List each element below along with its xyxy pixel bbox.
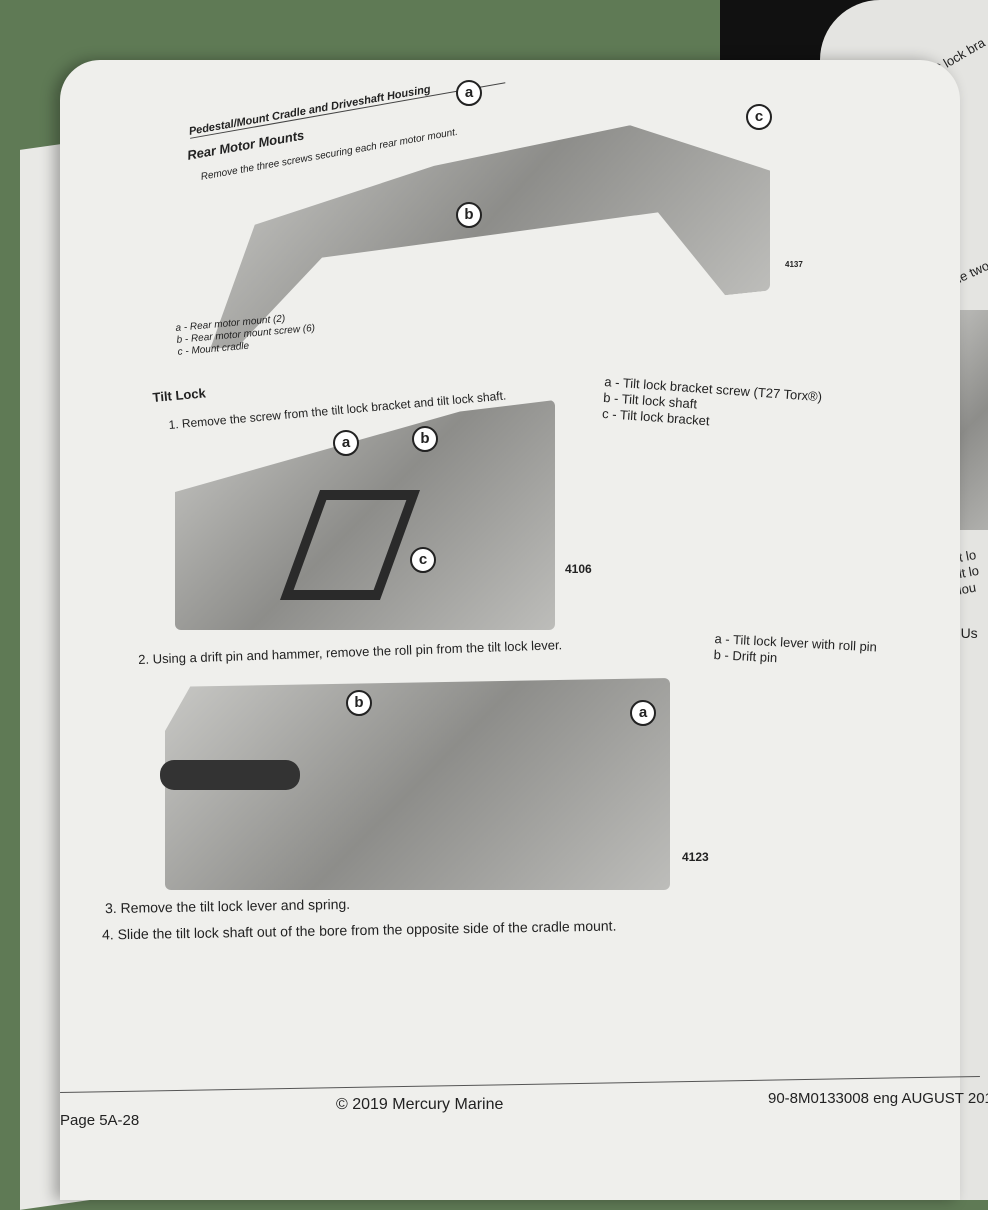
figure-number: 4123 — [682, 850, 709, 864]
step-2: 2. Using a drift pin and hammer, remove … — [138, 637, 563, 667]
section-header: Pedestal/Mount Cradle and Driveshaft Hou… — [188, 70, 506, 139]
step-3: 3. Remove the tilt lock lever and spring… — [104, 895, 351, 917]
callout-b: b — [346, 690, 372, 716]
callout-b: b — [412, 426, 438, 452]
rear-motor-mounts-legend: a - Rear motor mount (2) b - Rear motor … — [175, 310, 317, 359]
tilt-lock-legend-1: a - Tilt lock bracket screw (T27 Torx®) … — [602, 373, 823, 437]
callout-c: c — [410, 547, 436, 573]
callout-b: b — [456, 202, 482, 228]
callout-c: c — [746, 104, 772, 130]
callout-a: a — [456, 80, 482, 106]
callout-a: a — [630, 700, 656, 726]
tilt-lock-legend-2: a - Tilt lock lever with roll pin b - Dr… — [713, 630, 877, 671]
hammer — [160, 760, 300, 790]
copyright: © 2019 Mercury Marine — [336, 1096, 504, 1113]
step-4: 4. Slide the tilt lock shaft out of the … — [101, 917, 617, 943]
tilt-lock-title: Tilt Lock — [152, 385, 207, 405]
manual-page: Pedestal/Mount Cradle and Driveshaft Hou… — [60, 60, 988, 1200]
page-number: Page 5A-28 — [60, 1112, 140, 1129]
figure-number: 4137 — [785, 260, 803, 269]
figure-number: 4106 — [565, 562, 592, 576]
document-number: 90-8M0133008 eng AUGUST 2019 — [768, 1090, 988, 1107]
callout-a: a — [333, 430, 359, 456]
